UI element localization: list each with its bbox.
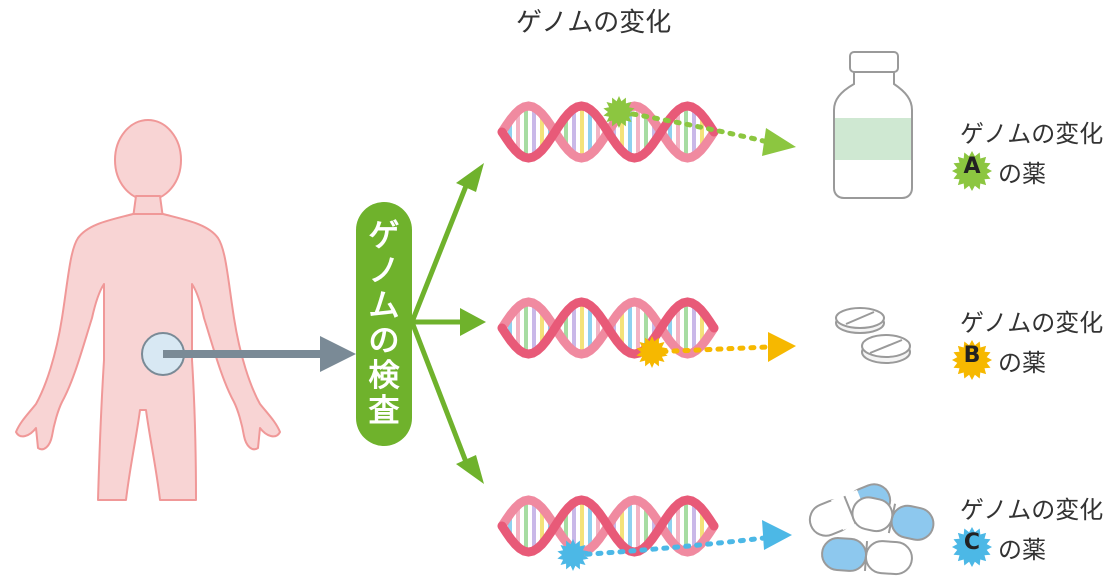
branch-arrowhead-c [456, 455, 484, 484]
human-body-icon [15, 119, 281, 501]
dna-icon [497, 297, 719, 359]
branch-arrows [409, 185, 469, 463]
mutation-burst-c [557, 539, 589, 571]
dotted-arrow-c [573, 535, 767, 558]
genome-exam-box [356, 202, 412, 446]
capsules-icon [808, 483, 935, 576]
result-a-line2: の薬 [998, 160, 1046, 188]
result-b-line2: の薬 [998, 349, 1046, 377]
badge-b-letter: B [963, 343, 981, 368]
exam-label-char: ム [368, 288, 400, 324]
dotted-arrowhead-a [762, 128, 796, 156]
badge-b [952, 340, 992, 380]
dotted-arrow-a [619, 109, 771, 145]
exam-label-char: 検 [368, 358, 400, 394]
exam-label-char: 査 [368, 393, 400, 429]
badge-a [952, 151, 992, 191]
result-c-line1: ゲノムの変化 [960, 496, 1104, 524]
tablets-icon [835, 307, 911, 364]
branch-arrowhead-a [456, 163, 484, 192]
exam-label-char: の [368, 323, 400, 359]
mutation-burst-a [603, 96, 635, 128]
badge-a-letter: A [963, 154, 981, 179]
badge-c-letter: C [963, 530, 981, 555]
badge-c [952, 527, 992, 567]
diagram-title: ゲノムの変化 [516, 8, 672, 38]
result-c-line2: の薬 [998, 536, 1046, 564]
genome-exam-label: ゲ ノ ム の 検 査 [356, 202, 412, 446]
dotted-arrowhead-c [762, 520, 792, 550]
dna-icon [497, 495, 719, 557]
branch-arrowhead-b [460, 308, 486, 336]
bottle-label [835, 118, 911, 160]
gray-arrow [320, 336, 356, 372]
exam-label-char: ゲ [368, 218, 400, 254]
dotted-arrow-b [649, 344, 771, 355]
result-b-line1: ゲノムの変化 [960, 309, 1104, 337]
result-a-line1: ゲノムの変化 [960, 120, 1104, 148]
dotted-arrowhead-b [768, 332, 796, 362]
exam-label-char: ノ [368, 253, 400, 289]
